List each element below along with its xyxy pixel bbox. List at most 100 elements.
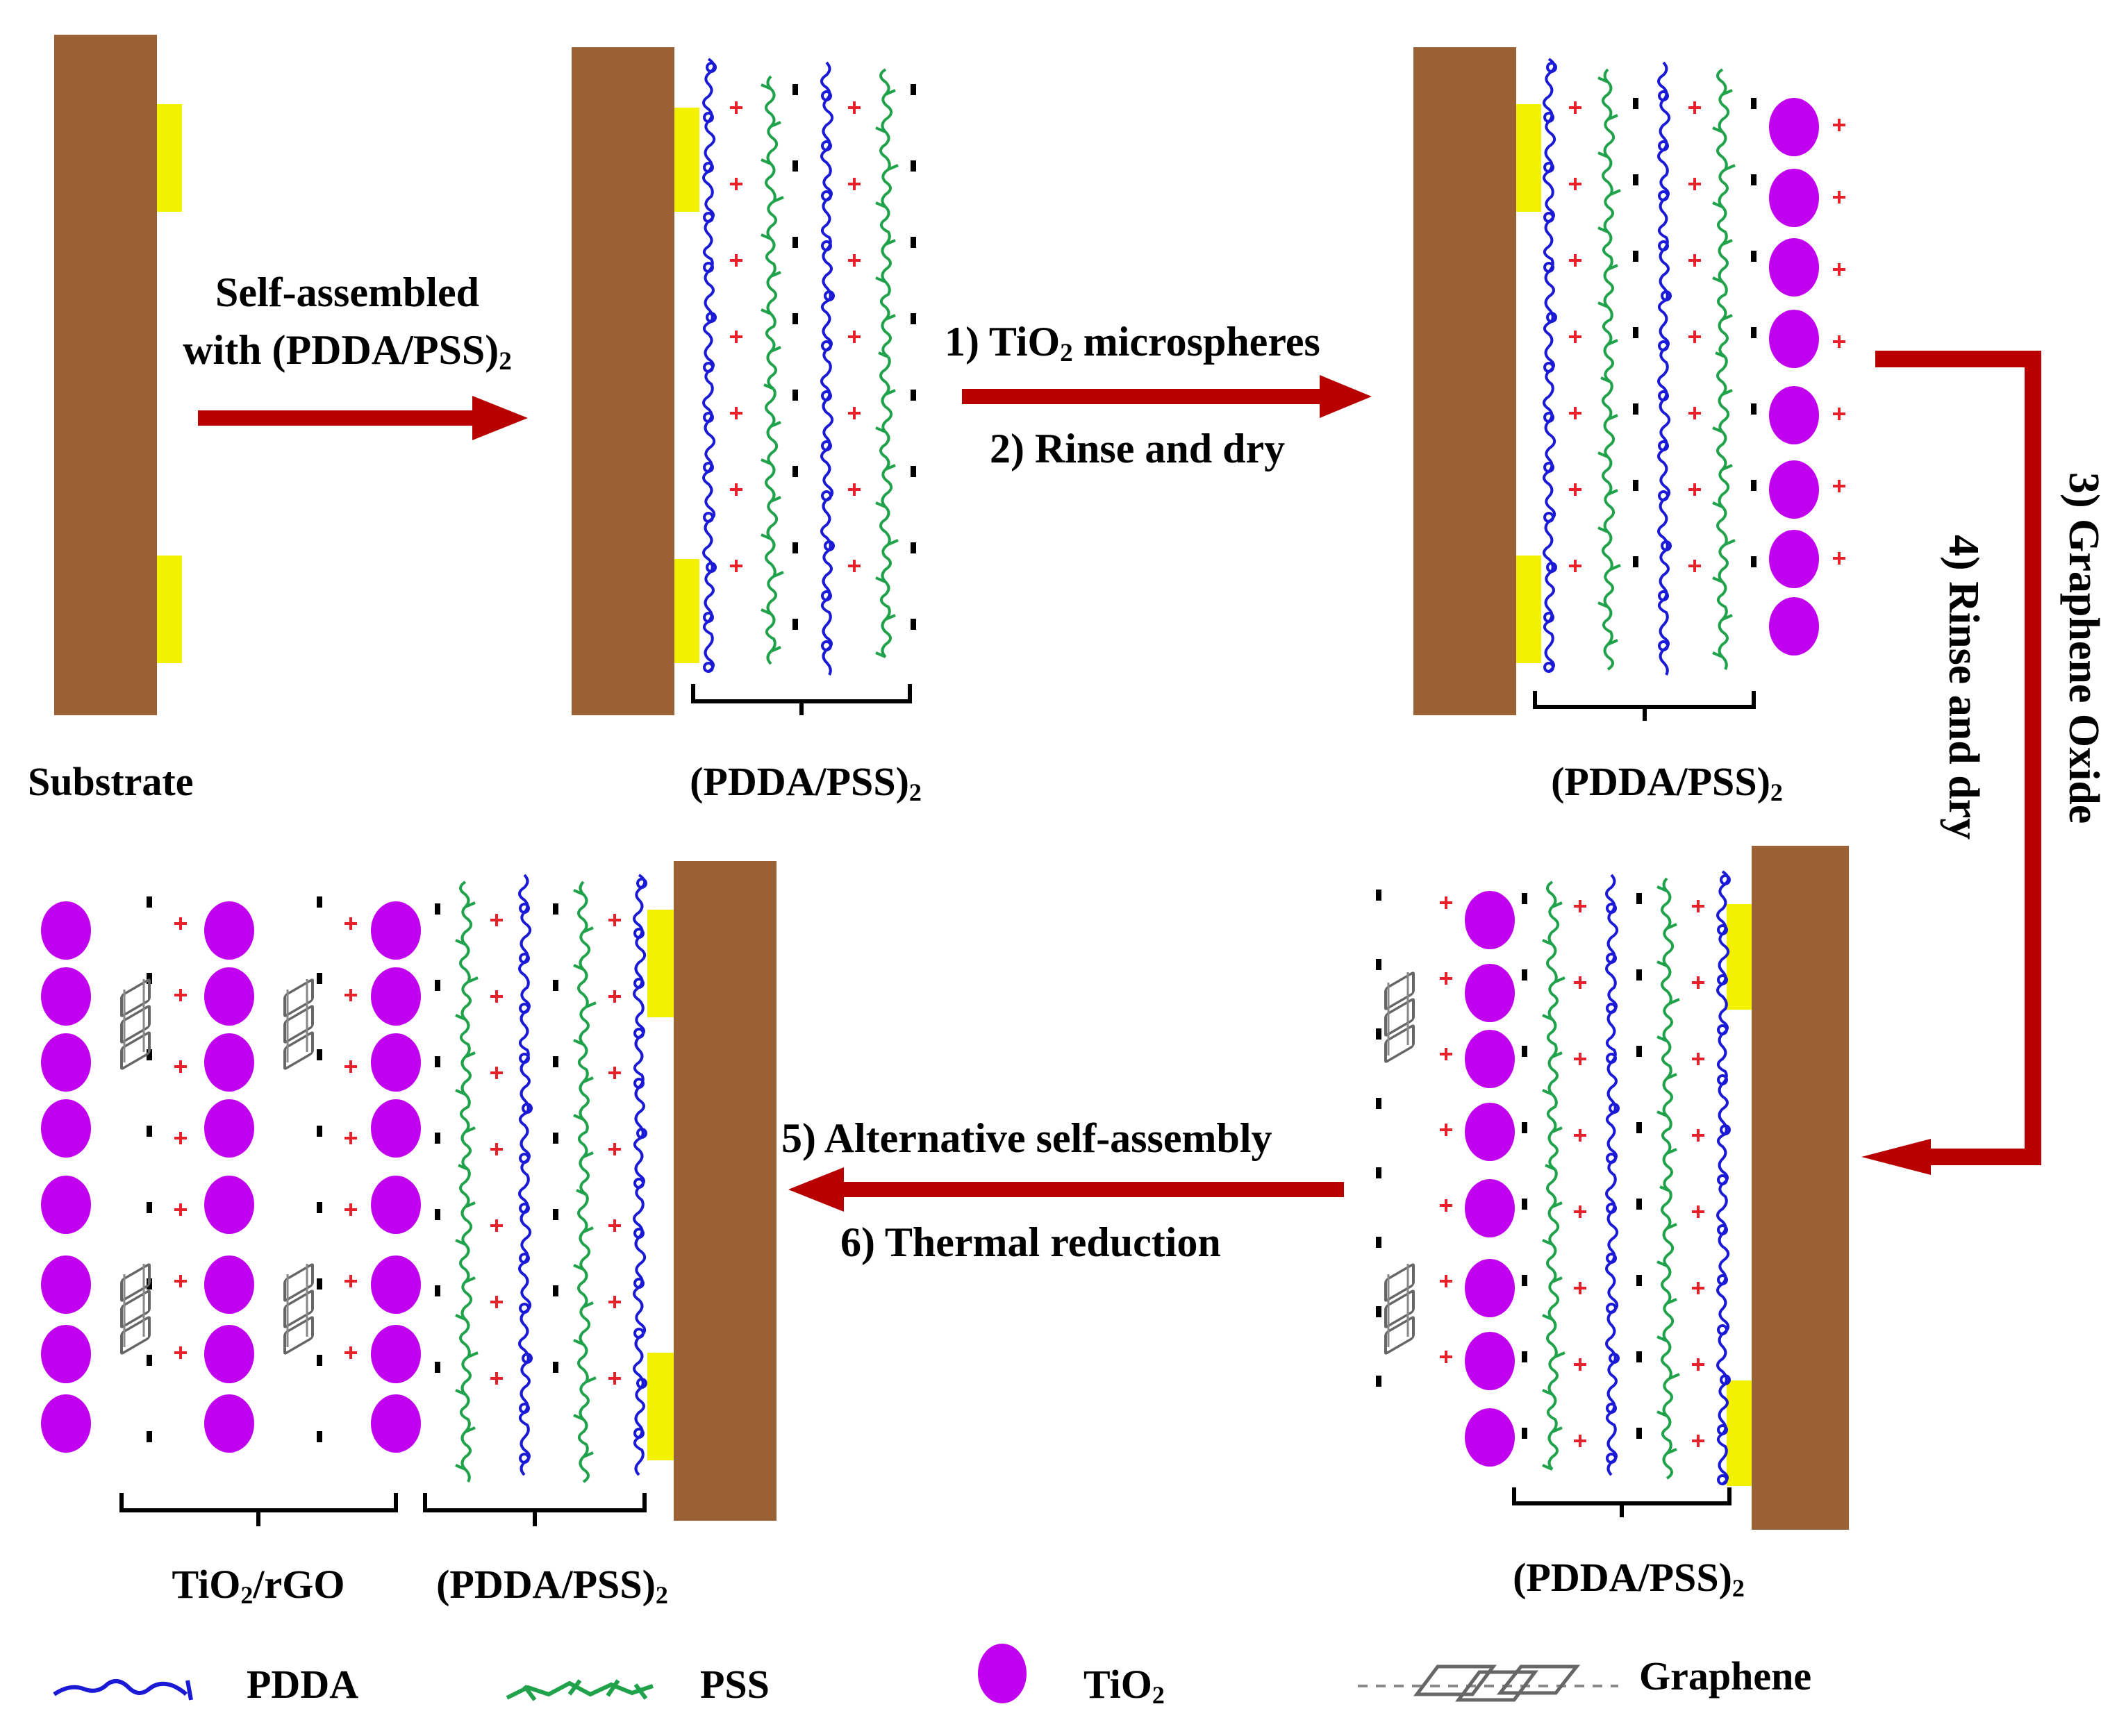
minus-charge <box>317 1049 322 1060</box>
plus-charge <box>1692 1205 1704 1218</box>
plus-charge <box>1569 483 1581 496</box>
legend-pss-label: PSS <box>700 1662 770 1707</box>
legend-tio2-swatch <box>978 1644 1027 1703</box>
minus-charge <box>435 1056 440 1067</box>
tio2-sphere <box>204 967 254 1026</box>
arrow-step2 <box>962 375 1372 418</box>
minus-charge <box>317 1278 322 1290</box>
polyelectrolyte-chains <box>702 58 899 676</box>
label-step4: 4) Rinse and dry <box>1940 535 1987 840</box>
plus-charge <box>1692 1129 1704 1142</box>
legend-tio2-label: TiO2 <box>1083 1662 1165 1709</box>
plus-charge <box>490 1219 503 1232</box>
plus-charge <box>174 1275 187 1287</box>
legend-pss-swatch <box>506 1679 654 1701</box>
panel-tio2 <box>1413 47 1845 721</box>
minus-charge <box>911 313 916 324</box>
plus-charge <box>1833 191 1845 203</box>
polyelectrolyte-chains <box>1542 870 1731 1485</box>
minus-charge <box>911 237 916 248</box>
surface-charges <box>1376 890 1704 1447</box>
minus-charge <box>1636 1275 1642 1286</box>
minus-charge <box>1376 890 1381 901</box>
surface-charges <box>147 896 621 1442</box>
plus-charge <box>1440 1048 1452 1060</box>
bracket-label-panel5: (PDDA/PSS)2 <box>436 1562 668 1609</box>
bracket-pdda-pss <box>423 1493 647 1526</box>
plus-charge <box>1440 1199 1452 1212</box>
pdda-chain <box>1716 870 1731 1485</box>
plus-charge <box>344 1132 357 1144</box>
minus-charge <box>1376 1028 1381 1040</box>
minus-charge <box>1636 893 1642 904</box>
tio2-sphere <box>371 1255 421 1314</box>
plus-charge <box>1569 254 1581 267</box>
tio2-sphere <box>1769 386 1819 444</box>
pss-chain <box>573 880 597 1483</box>
minus-charge <box>1636 1122 1642 1133</box>
polyelectrolyte-chains <box>1543 58 1736 676</box>
minus-charge <box>792 160 798 172</box>
pss-chain <box>1656 877 1680 1480</box>
plus-charge <box>608 914 621 926</box>
plus-charge <box>1440 1275 1452 1287</box>
tio2-sphere <box>41 1033 91 1092</box>
plus-charge <box>1569 560 1581 572</box>
legend-pdda-swatch <box>53 1679 193 1701</box>
minus-charge <box>1376 1306 1381 1317</box>
tio2-sphere <box>1465 891 1515 949</box>
minus-charge <box>1636 1046 1642 1057</box>
label-step2-line1: 1) TiO2 microspheres <box>945 319 1320 368</box>
minus-charge <box>1636 1199 1642 1210</box>
minus-charge <box>435 1133 440 1144</box>
tio2-sphere <box>204 901 254 960</box>
minus-charge <box>147 973 152 984</box>
plus-charge <box>608 1372 621 1385</box>
minus-charge <box>792 237 798 248</box>
tio2-sphere <box>1465 1408 1515 1467</box>
minus-charge <box>1522 1275 1527 1286</box>
legend-pdda-label: PDDA <box>247 1662 359 1707</box>
pss-chain <box>875 68 899 658</box>
plus-charge <box>490 1143 503 1155</box>
electrode-top <box>674 108 699 212</box>
minus-charge <box>911 619 916 630</box>
minus-charge <box>435 1209 440 1220</box>
minus-charge <box>147 1049 152 1060</box>
minus-charge <box>911 160 916 172</box>
plus-charge <box>1569 178 1581 190</box>
legend-graphene-label: Graphene <box>1639 1653 1812 1699</box>
tio2-sphere <box>41 1176 91 1234</box>
plus-charge <box>848 254 861 267</box>
plus-charge <box>1574 1205 1586 1218</box>
tio2-sphere <box>204 1325 254 1383</box>
substrate-slab <box>1752 846 1849 1530</box>
tio2-layer <box>41 901 421 1453</box>
legend-graphene-swatch <box>1358 1664 1618 1702</box>
tio2-sphere <box>41 1325 91 1383</box>
tio2-sphere <box>204 1033 254 1092</box>
plus-charge <box>848 407 861 419</box>
minus-charge <box>1633 251 1638 262</box>
minus-charge <box>1522 893 1527 904</box>
plus-charge <box>848 101 861 114</box>
minus-charge <box>317 1355 322 1366</box>
substrate-slab <box>54 35 157 715</box>
tio2-sphere <box>371 901 421 960</box>
label-step1-line2: with (PDDA/PSS)2 <box>183 327 512 376</box>
minus-charge <box>1376 1237 1381 1248</box>
minus-charge <box>1636 969 1642 980</box>
bracket <box>691 684 912 715</box>
plus-charge <box>344 1275 357 1287</box>
plus-charge <box>344 1060 357 1073</box>
tio2-sphere <box>1465 1179 1515 1237</box>
plus-charge <box>1574 1358 1586 1371</box>
arrow-step1 <box>198 396 528 440</box>
minus-charge <box>1633 556 1638 567</box>
minus-charge <box>317 1431 322 1442</box>
minus-charge <box>553 903 558 915</box>
plus-charge <box>1688 101 1701 114</box>
pdda-chain <box>820 61 836 676</box>
panel-pdda-pss <box>572 47 916 715</box>
tio2-sphere <box>1465 1103 1515 1161</box>
